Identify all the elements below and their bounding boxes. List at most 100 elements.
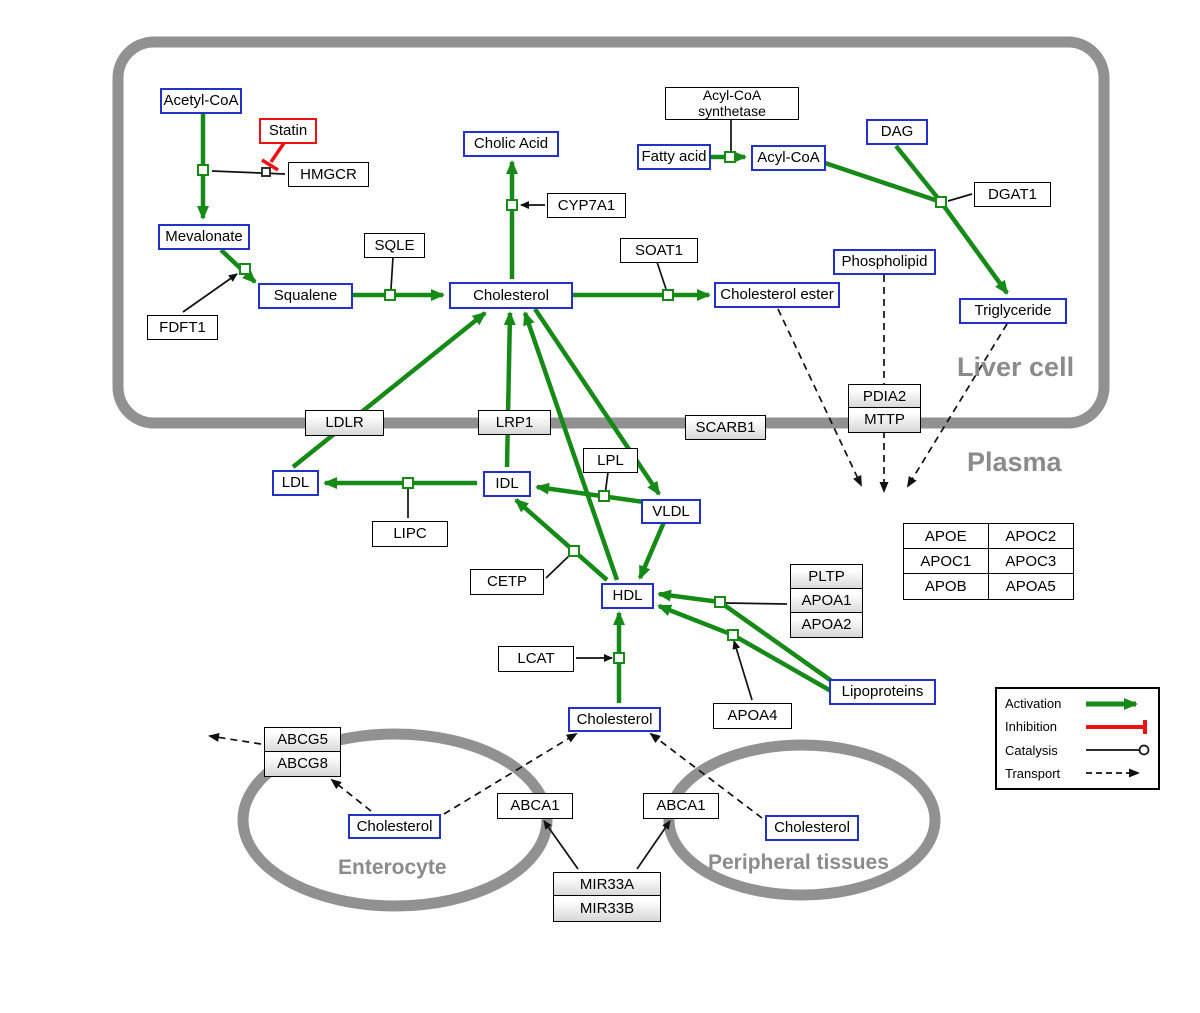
node-apoe[interactable]: APOE	[904, 524, 989, 549]
label-liver-cell: Liver cell	[957, 352, 1075, 382]
reaction-anchor	[506, 199, 518, 211]
reaction-anchor	[239, 263, 251, 275]
node-scarb1[interactable]: SCARB1	[685, 415, 766, 440]
node-cholesterol-liver[interactable]: Cholesterol	[449, 282, 573, 309]
node-mttp[interactable]: MTTP	[848, 407, 921, 433]
node-squalene[interactable]: Squalene	[258, 283, 353, 309]
edge-acylcoa-junction	[824, 160, 942, 205]
node-abcg5[interactable]: ABCG5	[264, 727, 341, 753]
reaction-anchor	[613, 652, 625, 664]
edge-cholesterolester-toplasma	[777, 308, 862, 487]
node-mir33b[interactable]: MIR33B	[553, 895, 661, 922]
node-apoa5[interactable]: APOA5	[1005, 578, 1056, 595]
node-apob[interactable]: APOB	[904, 574, 989, 599]
node-pltp[interactable]: PLTP	[790, 564, 863, 590]
legend-row-catalysis: Catalysis	[1005, 742, 1150, 758]
node-cholesterol-enterocyte[interactable]: Cholesterol	[348, 814, 441, 839]
node-cholesterol-peripheral[interactable]: Cholesterol	[765, 815, 859, 841]
node-acyl-coa-synthetase[interactable]: Acyl-CoA synthetase	[665, 87, 799, 120]
legend-inhibition-label: Inhibition	[1005, 719, 1058, 735]
node-apoc2[interactable]: APOC2	[988, 524, 1073, 549]
legend: Activation Inhibition Catalysis Transpor…	[995, 687, 1160, 790]
node-fdft1[interactable]: FDFT1	[147, 315, 218, 340]
edge-idl-livercholesterol	[503, 311, 516, 468]
node-lipc[interactable]: LIPC	[372, 521, 448, 547]
acyl-coa-synthetase-line2: synthetase	[698, 102, 766, 119]
node-apoc3[interactable]: APOC3	[988, 549, 1073, 574]
reaction-anchors	[197, 151, 947, 664]
legend-activation-label: Activation	[1005, 696, 1062, 712]
node-apoa1[interactable]: APOA1	[790, 588, 863, 614]
node-cyp7a1[interactable]: CYP7A1	[547, 193, 626, 218]
node-cholesterol-ester[interactable]: Cholesterol ester	[714, 282, 840, 308]
legend-row-inhibition: Inhibition	[1005, 719, 1150, 735]
node-hmgcr[interactable]: HMGCR	[288, 162, 369, 187]
transport-edges	[208, 275, 1008, 819]
compartment-enterocyte-border	[237, 728, 553, 912]
node-dag[interactable]: DAG	[866, 119, 928, 145]
node-apoa4[interactable]: APOA4	[713, 703, 792, 729]
edge-enterocytecholesterol-abcg	[330, 778, 372, 812]
node-ldlr[interactable]: LDLR	[305, 410, 384, 436]
node-statin[interactable]: Statin	[259, 118, 317, 144]
statin-inhibition-anchor	[261, 167, 271, 177]
node-abca1-enterocyte[interactable]: ABCA1	[497, 793, 573, 819]
node-lpl[interactable]: LPL	[583, 448, 638, 473]
edge-dag-junction	[894, 144, 943, 204]
node-lipoproteins[interactable]: Lipoproteins	[829, 679, 936, 705]
node-soat1[interactable]: SOAT1	[620, 238, 698, 263]
node-ldl[interactable]: LDL	[272, 470, 319, 496]
node-phospholipid[interactable]: Phospholipid	[833, 249, 936, 275]
edge-vldl-hdl	[637, 521, 667, 580]
reaction-anchor	[568, 545, 580, 557]
activation-sample-icon	[1086, 697, 1138, 710]
legend-row-transport: Transport	[1005, 765, 1150, 781]
node-lrp1[interactable]: LRP1	[478, 410, 551, 435]
node-cetp[interactable]: CETP	[470, 569, 544, 595]
edge-enterocytecholesterol-plasma	[443, 732, 578, 815]
node-acetyl-coa[interactable]: Acetyl-CoA	[160, 88, 242, 114]
node-abca1-peripheral[interactable]: ABCA1	[643, 793, 719, 819]
edge-hmgcr-catalysis	[211, 170, 286, 175]
edge-ldl-livercholesterol	[291, 311, 487, 469]
edge-junction-triglyceride	[939, 200, 1009, 295]
node-mevalonate[interactable]: Mevalonate	[158, 224, 250, 250]
reaction-anchor	[402, 477, 414, 489]
node-cholic-acid[interactable]: Cholic Acid	[463, 131, 559, 157]
node-mir33a[interactable]: MIR33A	[553, 872, 661, 897]
reaction-anchor	[727, 629, 739, 641]
node-pdia2[interactable]: PDIA2	[848, 384, 921, 409]
node-dgat1[interactable]: DGAT1	[974, 182, 1051, 207]
inhibition-tbar	[261, 158, 279, 172]
node-lcat[interactable]: LCAT	[498, 646, 574, 672]
reaction-anchor	[724, 151, 736, 163]
catalysis-edges	[182, 120, 973, 870]
node-cholesterol-plasma[interactable]: Cholesterol	[568, 707, 661, 732]
compartment-peripheral-tissues-border	[663, 739, 941, 901]
edge-sqle-catalysis	[390, 256, 394, 290]
node-triglyceride[interactable]: Triglyceride	[959, 298, 1067, 324]
edge-pltp-catalysis	[725, 602, 788, 605]
reaction-anchor	[197, 164, 209, 176]
edge-hdl-livercholesterol	[522, 311, 620, 581]
node-apoa2[interactable]: APOA2	[790, 612, 863, 638]
reaction-anchor	[384, 289, 396, 301]
edge-vldl-idl	[535, 482, 645, 505]
edge-soat1-catalysis	[656, 261, 667, 290]
transport-sample-icon	[1086, 768, 1140, 778]
node-vldl[interactable]: VLDL	[641, 499, 701, 524]
legend-row-activation: Activation	[1005, 696, 1150, 712]
catalysis-sample-icon	[1086, 744, 1150, 756]
inhibition-sample-icon	[1086, 719, 1147, 734]
node-fatty-acid[interactable]: Fatty acid	[637, 144, 711, 170]
node-hdl[interactable]: HDL	[601, 583, 654, 609]
node-abcg8[interactable]: ABCG8	[264, 751, 341, 777]
node-sqle[interactable]: SQLE	[364, 233, 425, 258]
reaction-anchor	[935, 196, 947, 208]
reaction-anchor	[598, 490, 610, 502]
node-acyl-coa[interactable]: Acyl-CoA	[751, 145, 826, 171]
node-apoc1[interactable]: APOC1	[904, 549, 989, 574]
node-idl[interactable]: IDL	[483, 471, 531, 497]
